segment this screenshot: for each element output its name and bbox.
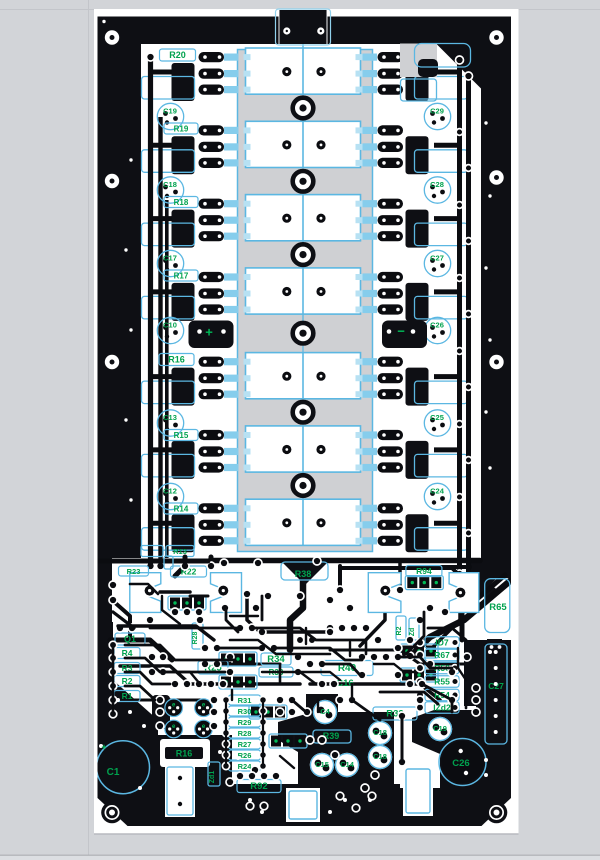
svg-text:C15: C15 bbox=[315, 760, 329, 769]
svg-text:R92: R92 bbox=[250, 781, 267, 792]
svg-text:C14: C14 bbox=[340, 760, 355, 769]
svg-text:R4: R4 bbox=[122, 648, 133, 658]
svg-text:R28: R28 bbox=[192, 631, 199, 644]
svg-text:R3: R3 bbox=[122, 663, 133, 673]
svg-text:C18: C18 bbox=[163, 180, 177, 189]
svg-text:R16: R16 bbox=[168, 355, 185, 365]
svg-text:R14: R14 bbox=[174, 505, 189, 514]
svg-text:R67: R67 bbox=[434, 650, 450, 660]
svg-text:C19: C19 bbox=[433, 724, 447, 733]
svg-text:R20: R20 bbox=[169, 50, 186, 60]
svg-text:C18: C18 bbox=[373, 728, 387, 737]
svg-text:C12: C12 bbox=[163, 487, 177, 496]
svg-text:R55: R55 bbox=[434, 677, 450, 687]
svg-text:C13: C13 bbox=[163, 413, 177, 422]
svg-text:C28: C28 bbox=[430, 180, 444, 189]
svg-text:R17: R17 bbox=[174, 272, 189, 281]
svg-text:+: + bbox=[101, 742, 106, 752]
svg-text:C16: C16 bbox=[336, 678, 353, 689]
svg-text:C27: C27 bbox=[488, 681, 504, 691]
svg-text:R24: R24 bbox=[238, 762, 253, 771]
svg-text:C29: C29 bbox=[430, 107, 444, 116]
svg-text:R26: R26 bbox=[238, 751, 252, 760]
svg-text:R29: R29 bbox=[238, 718, 252, 727]
svg-text:IZd2: IZd2 bbox=[433, 703, 451, 713]
svg-text:+: + bbox=[205, 325, 213, 340]
svg-text:C1: C1 bbox=[107, 767, 120, 778]
svg-text:C10: C10 bbox=[163, 321, 177, 330]
svg-text:R34: R34 bbox=[267, 654, 285, 665]
svg-text:R94: R94 bbox=[416, 566, 432, 576]
svg-text:R22: R22 bbox=[181, 567, 197, 577]
svg-text:C27: C27 bbox=[430, 254, 444, 263]
svg-text:R32: R32 bbox=[386, 709, 403, 720]
svg-text:Q1: Q1 bbox=[124, 634, 136, 644]
svg-text:R38: R38 bbox=[295, 569, 312, 579]
svg-text:R65: R65 bbox=[489, 602, 507, 613]
svg-text:C18: C18 bbox=[373, 752, 387, 761]
svg-text:C26: C26 bbox=[452, 758, 469, 769]
svg-text:e: e bbox=[172, 724, 176, 730]
svg-text:R18: R18 bbox=[174, 198, 189, 207]
svg-text:C25: C25 bbox=[430, 413, 444, 422]
svg-text:R25: R25 bbox=[204, 663, 222, 674]
svg-text:e: e bbox=[202, 703, 206, 709]
svg-text:e: e bbox=[202, 724, 206, 730]
svg-text:R1: R1 bbox=[122, 691, 133, 701]
svg-text:R23: R23 bbox=[127, 567, 141, 576]
svg-text:Zd: Zd bbox=[409, 628, 416, 637]
svg-text:R19: R19 bbox=[174, 125, 189, 134]
svg-text:R2: R2 bbox=[396, 626, 403, 635]
svg-text:R2: R2 bbox=[122, 676, 133, 686]
svg-text:−: − bbox=[397, 324, 405, 339]
svg-text:C26: C26 bbox=[430, 321, 444, 330]
svg-text:R28: R28 bbox=[238, 729, 252, 738]
svg-text:C19: C19 bbox=[163, 107, 177, 116]
svg-text:R30: R30 bbox=[238, 707, 252, 716]
svg-text:R16: R16 bbox=[176, 749, 193, 759]
svg-text:C17: C17 bbox=[163, 254, 177, 263]
svg-text:ID7: ID7 bbox=[435, 638, 449, 648]
svg-text:R39: R39 bbox=[323, 731, 340, 741]
svg-text:R13: R13 bbox=[173, 547, 187, 556]
svg-text:R15: R15 bbox=[174, 431, 189, 440]
svg-text:R31: R31 bbox=[238, 696, 252, 705]
svg-text:R27: R27 bbox=[238, 740, 252, 749]
svg-text:e: e bbox=[172, 703, 176, 709]
svg-text:Zd1: Zd1 bbox=[209, 771, 216, 784]
svg-text:C4: C4 bbox=[320, 707, 330, 716]
svg-text:C24: C24 bbox=[430, 487, 445, 496]
svg-text:R40: R40 bbox=[338, 663, 357, 674]
